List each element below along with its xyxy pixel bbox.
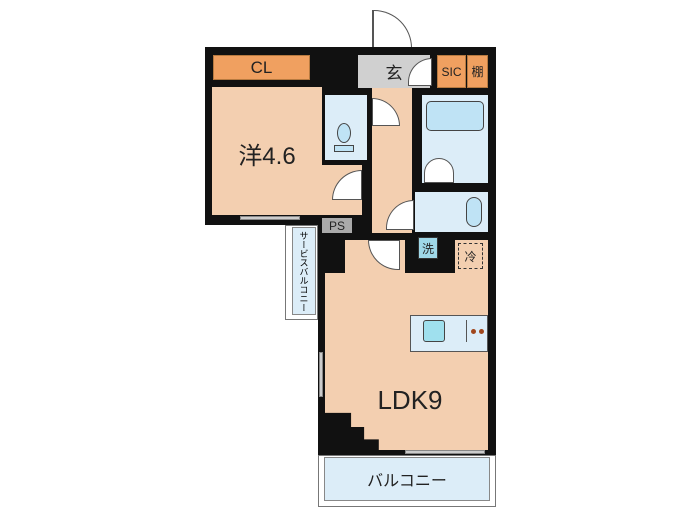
- stove-icon: [466, 320, 488, 342]
- kitchen-sink-icon: [423, 320, 445, 342]
- entrance-door-icon: [372, 10, 412, 48]
- western-room-label: 洋4.6: [238, 142, 296, 170]
- ldk-side-window: [319, 352, 323, 397]
- balcony-floor: バルコニー: [324, 457, 490, 501]
- bedroom-window: [240, 216, 300, 220]
- shelf: 棚: [467, 55, 488, 88]
- bathtub-icon: [426, 101, 484, 131]
- bedroom-door-icon: [332, 170, 362, 200]
- toilet-tank-icon: [334, 145, 354, 152]
- western-room: [212, 87, 322, 215]
- toilet-icon: [337, 123, 351, 143]
- closet: CL: [213, 55, 310, 80]
- ldk-label: LDK9: [377, 384, 443, 415]
- service-balcony-floor: サービスバルコニー: [292, 227, 316, 315]
- shoe-closet: SIC: [437, 55, 466, 88]
- ldk: [325, 273, 488, 450]
- bath-door-icon: [424, 158, 454, 183]
- pipe-space: PS: [322, 218, 352, 233]
- washer-space: 洗: [418, 237, 438, 259]
- fridge-space: 冷: [458, 243, 483, 269]
- sink-icon: [466, 197, 482, 227]
- ldk-balcony-window: [405, 450, 485, 454]
